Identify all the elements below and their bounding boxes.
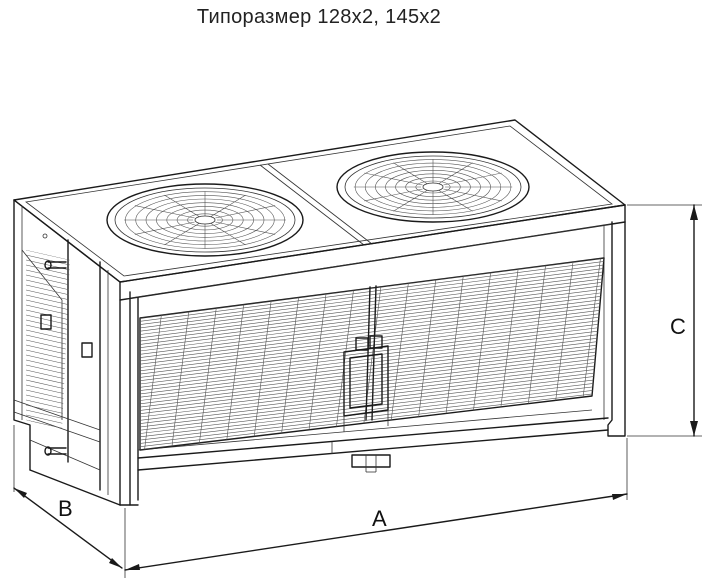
left-end-panel (13, 199, 121, 506)
dimension-label-a: A (372, 506, 387, 531)
page-title: Типоразмер 128х2, 145х2 (196, 6, 442, 28)
top-panel (13, 119, 626, 283)
electrical-junction-box (343, 335, 389, 432)
dimension-label-b: B (58, 496, 73, 521)
front-frame (119, 204, 626, 506)
dimension-a: A (124, 438, 628, 578)
dimension-c: C (627, 204, 702, 437)
fan-guard-left (106, 183, 304, 257)
front-coil (139, 257, 605, 451)
dimension-label-c: C (670, 314, 686, 339)
fan-guard-right (336, 151, 530, 223)
dimension-b: B (13, 425, 123, 569)
